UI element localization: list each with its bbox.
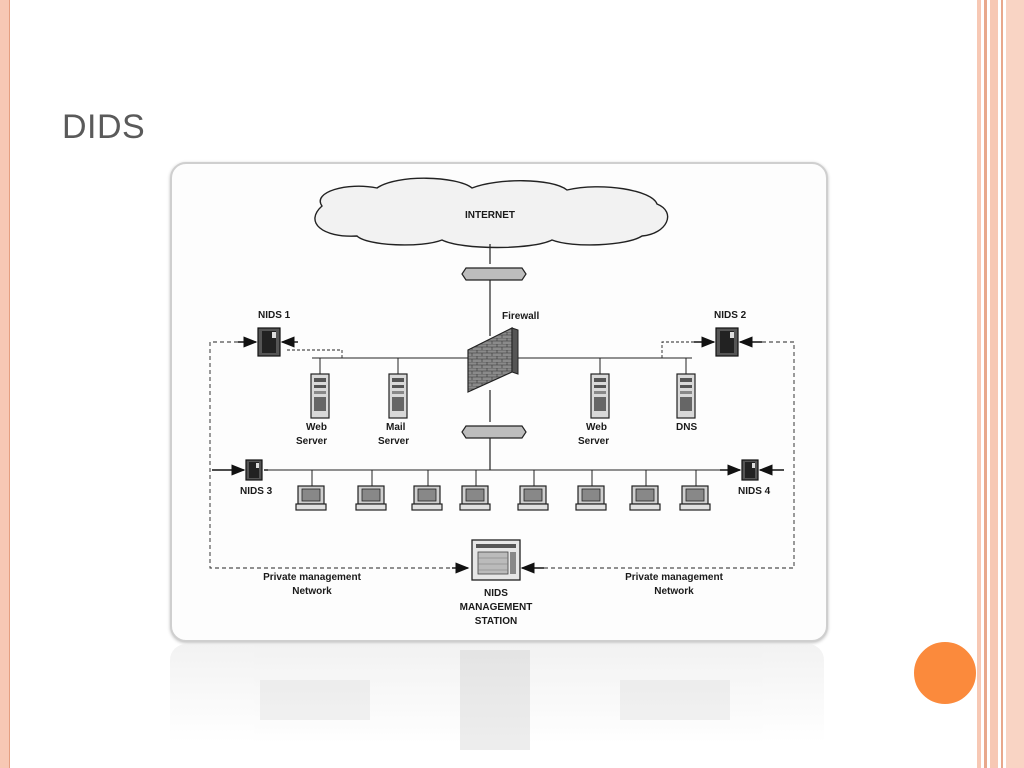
workstation-icon bbox=[355, 485, 387, 511]
accent-circle bbox=[913, 641, 977, 705]
web-server-1-label-line1: Web bbox=[306, 422, 327, 433]
internet-cloud-icon bbox=[314, 177, 669, 249]
private-network-left-line1: Private management bbox=[263, 572, 361, 583]
nids4-sensor-icon bbox=[741, 459, 759, 481]
workstation-icon bbox=[575, 485, 607, 511]
slide-title: DIDS bbox=[62, 108, 146, 146]
internet-label: INTERNET bbox=[465, 210, 515, 221]
right-stripe bbox=[990, 0, 998, 768]
dids-diagram: INTERNET Firewall NIDS 1 N bbox=[170, 162, 828, 642]
right-stripe bbox=[1001, 0, 1003, 768]
private-network-left-line2: Network bbox=[292, 586, 332, 597]
mail-server-label-line2: Server bbox=[378, 436, 409, 447]
right-stripe bbox=[1006, 0, 1024, 768]
firewall-icon bbox=[467, 327, 519, 393]
workstation-icon bbox=[629, 485, 661, 511]
dns-label: DNS bbox=[676, 422, 697, 433]
web-server-2-label-line2: Server bbox=[578, 436, 609, 447]
mgmt-station-label-line1: NIDS bbox=[484, 588, 508, 599]
firewall-label: Firewall bbox=[502, 311, 539, 322]
right-stripe bbox=[984, 0, 987, 768]
nids3-sensor-icon bbox=[245, 459, 263, 481]
mgmt-station-label-line3: STATION bbox=[475, 616, 517, 627]
web-server-2-label-line1: Web bbox=[586, 422, 607, 433]
mgmt-station-label-line2: MANAGEMENT bbox=[460, 602, 533, 613]
left-decorative-bar bbox=[0, 0, 10, 768]
nids2-label: NIDS 2 bbox=[714, 310, 747, 321]
right-stripe bbox=[977, 0, 981, 768]
nids3-label: NIDS 3 bbox=[240, 486, 273, 497]
private-network-right-line1: Private management bbox=[625, 572, 723, 583]
nids4-label: NIDS 4 bbox=[738, 486, 771, 497]
web-server-1-icon bbox=[310, 373, 330, 419]
nids1-sensor-icon bbox=[257, 327, 281, 357]
router-top-icon bbox=[461, 267, 527, 281]
workstation-icon bbox=[295, 485, 327, 511]
private-network-right-line2: Network bbox=[654, 586, 694, 597]
mail-server-icon bbox=[388, 373, 408, 419]
nids2-sensor-icon bbox=[715, 327, 739, 357]
management-station-icon bbox=[471, 539, 521, 581]
nids1-label: NIDS 1 bbox=[258, 310, 291, 321]
web-server-2-icon bbox=[590, 373, 610, 419]
dns-server-icon bbox=[676, 373, 696, 419]
mail-server-label-line1: Mail bbox=[386, 422, 406, 433]
web-server-1-label-line2: Server bbox=[296, 436, 327, 447]
workstation-icon bbox=[459, 485, 491, 511]
workstation-icon bbox=[411, 485, 443, 511]
figure-reflection bbox=[170, 644, 824, 768]
router-internal-icon bbox=[461, 425, 527, 439]
workstation-icon bbox=[679, 485, 711, 511]
workstation-icon bbox=[517, 485, 549, 511]
